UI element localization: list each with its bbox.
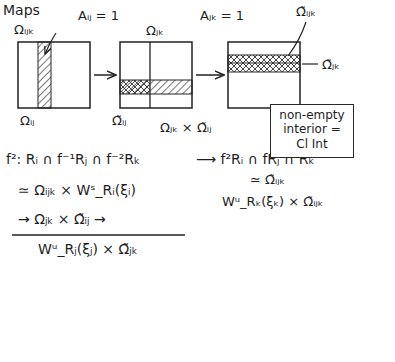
- math-label: → Ωⱼₖ × Ω̃ᵢⱼ →: [18, 211, 106, 227]
- label-holder: f²: Rᵢ ∩ f⁻¹Rⱼ ∩ f⁻²Rₖ: [6, 150, 140, 168]
- math-label: ≃ Ωᵢⱼₖ × Wˢ_Rᵢ(ξᵢ): [18, 182, 136, 198]
- region-square: [120, 42, 192, 108]
- divider-line: [149, 42, 150, 108]
- label-holder: Wᵘ_Rₖ(ξₖ) × Ω̃ᵢⱼₖ: [222, 192, 323, 210]
- math-label: Maps: [3, 2, 40, 18]
- math-label: Ωᵢⱼ: [20, 113, 35, 128]
- shaded-strip: [38, 42, 51, 108]
- map-arrow: [94, 74, 116, 76]
- label-holder: Ωᵢⱼₖ: [14, 20, 34, 38]
- leader-line: [288, 22, 306, 56]
- label-holder: Ωᵢⱼ: [20, 111, 35, 129]
- math-label: Aᵢⱼ = 1: [78, 8, 119, 23]
- leader-line: [302, 63, 318, 64]
- hatched-band: [228, 55, 300, 72]
- label-holder: ≃ Ωᵢⱼₖ × Wˢ_Rᵢ(ξᵢ): [18, 181, 136, 199]
- leader-arrow: [45, 33, 56, 54]
- math-label: Wᵘ_Rⱼ(ξⱼ) × Ω̃ⱼₖ: [38, 241, 138, 257]
- shaded-band: [120, 80, 192, 94]
- label-holder: Ωⱼₖ: [146, 21, 164, 39]
- label-holder: Aᵢⱼ = 1: [78, 6, 119, 24]
- label-holder: Ω̃ᵢⱼ: [112, 111, 127, 129]
- region-square: [18, 42, 90, 108]
- overlap-patch: [120, 80, 150, 94]
- math-label: f²: Rᵢ ∩ f⁻¹Rⱼ ∩ f⁻²Rₖ: [6, 151, 140, 167]
- math-label: Ωⱼₖ: [146, 23, 164, 38]
- label-holder: ≃ Ω̃ᵢⱼₖ: [250, 170, 285, 188]
- math-label: Ωᵢⱼₖ: [14, 22, 34, 37]
- map-arrow: [196, 74, 224, 76]
- label-holder: Maps: [3, 1, 40, 19]
- label-holder: → Ωⱼₖ × Ω̃ᵢⱼ →: [18, 210, 106, 228]
- label-holder: Ωⱼₖ × Ω̃ᵢⱼ: [160, 118, 211, 136]
- math-label: Ω̃ⱼₖ: [322, 57, 340, 72]
- math-label: Ω̃ᵢⱼ: [112, 113, 127, 128]
- math-label: Ω̃ᵢⱼₖ: [296, 4, 316, 19]
- math-label: ≃ Ω̃ᵢⱼₖ: [250, 172, 285, 187]
- note-text: non-empty interior = Cl Int: [276, 108, 348, 151]
- math-label: Aⱼₖ = 1: [200, 8, 244, 23]
- band-midline: [228, 63, 300, 64]
- region-square: [228, 42, 300, 108]
- label-holder: Ω̃ᵢⱼₖ: [296, 2, 316, 20]
- label-holder: Ω̃ⱼₖ: [322, 55, 340, 73]
- fraction-bar: [12, 234, 185, 235]
- note-box: non-empty interior = Cl Int: [270, 104, 354, 158]
- math-label: Ωⱼₖ × Ω̃ᵢⱼ: [160, 120, 211, 135]
- math-label: Wᵘ_Rₖ(ξₖ) × Ω̃ᵢⱼₖ: [222, 194, 323, 209]
- label-holder: Wᵘ_Rⱼ(ξⱼ) × Ω̃ⱼₖ: [38, 240, 138, 258]
- label-holder: Aⱼₖ = 1: [200, 6, 244, 24]
